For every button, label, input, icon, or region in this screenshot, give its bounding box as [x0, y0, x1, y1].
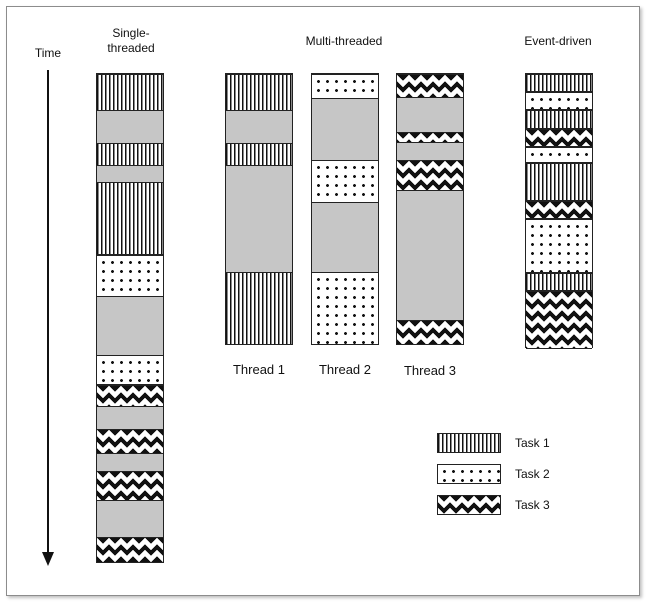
task2-segment: [526, 219, 592, 273]
task3-segment: [526, 201, 592, 219]
event-driven-title: Event-driven: [524, 34, 592, 48]
multi-threaded-title: Multi-threaded: [305, 34, 383, 48]
task3-segment: [97, 385, 163, 407]
single-threaded-title: Single- threaded: [107, 26, 155, 55]
event-driven-column: [525, 73, 593, 349]
legend-task3-swatch: [437, 495, 501, 515]
task3-segment: [526, 129, 592, 147]
legend-task1-swatch: [437, 433, 501, 453]
thread2-column: [311, 73, 379, 345]
task2-segment: [312, 74, 378, 99]
task1-segment: [526, 163, 592, 201]
task1-segment: [526, 110, 592, 129]
thread2-label: Thread 2: [318, 362, 372, 377]
task3-segment: [397, 320, 463, 345]
task3-segment: [97, 471, 163, 501]
task1-segment: [226, 143, 292, 166]
time-label: Time: [34, 46, 62, 60]
task2-segment: [97, 255, 163, 297]
task1-segment: [226, 74, 292, 111]
legend-task1-label: Task 1: [515, 436, 550, 450]
task1-segment: [97, 143, 163, 166]
task2-segment: [97, 355, 163, 385]
task2-segment: [312, 160, 378, 203]
thread3-column: [396, 73, 464, 345]
task3-segment: [526, 291, 592, 349]
task1-segment: [97, 182, 163, 255]
task3-segment: [397, 74, 463, 98]
task3-segment: [397, 132, 463, 143]
task1-segment: [97, 74, 163, 111]
task3-segment: [97, 537, 163, 563]
legend-task2-label: Task 2: [515, 467, 550, 481]
task3-segment: [397, 160, 463, 191]
legend-task3-label: Task 3: [515, 498, 550, 512]
thread1-column: [225, 73, 293, 345]
thread3-label: Thread 3: [403, 363, 457, 378]
legend-task2-swatch: [437, 464, 501, 484]
task3-segment: [97, 429, 163, 454]
task2-segment: [312, 272, 378, 345]
task2-segment: [526, 147, 592, 163]
single-threaded-column: [96, 73, 164, 563]
task2-segment: [526, 92, 592, 110]
thread1-label: Thread 1: [232, 362, 286, 377]
task1-segment: [526, 273, 592, 291]
task1-segment: [226, 272, 292, 345]
task1-segment: [526, 74, 592, 92]
time-arrow: [42, 70, 54, 566]
